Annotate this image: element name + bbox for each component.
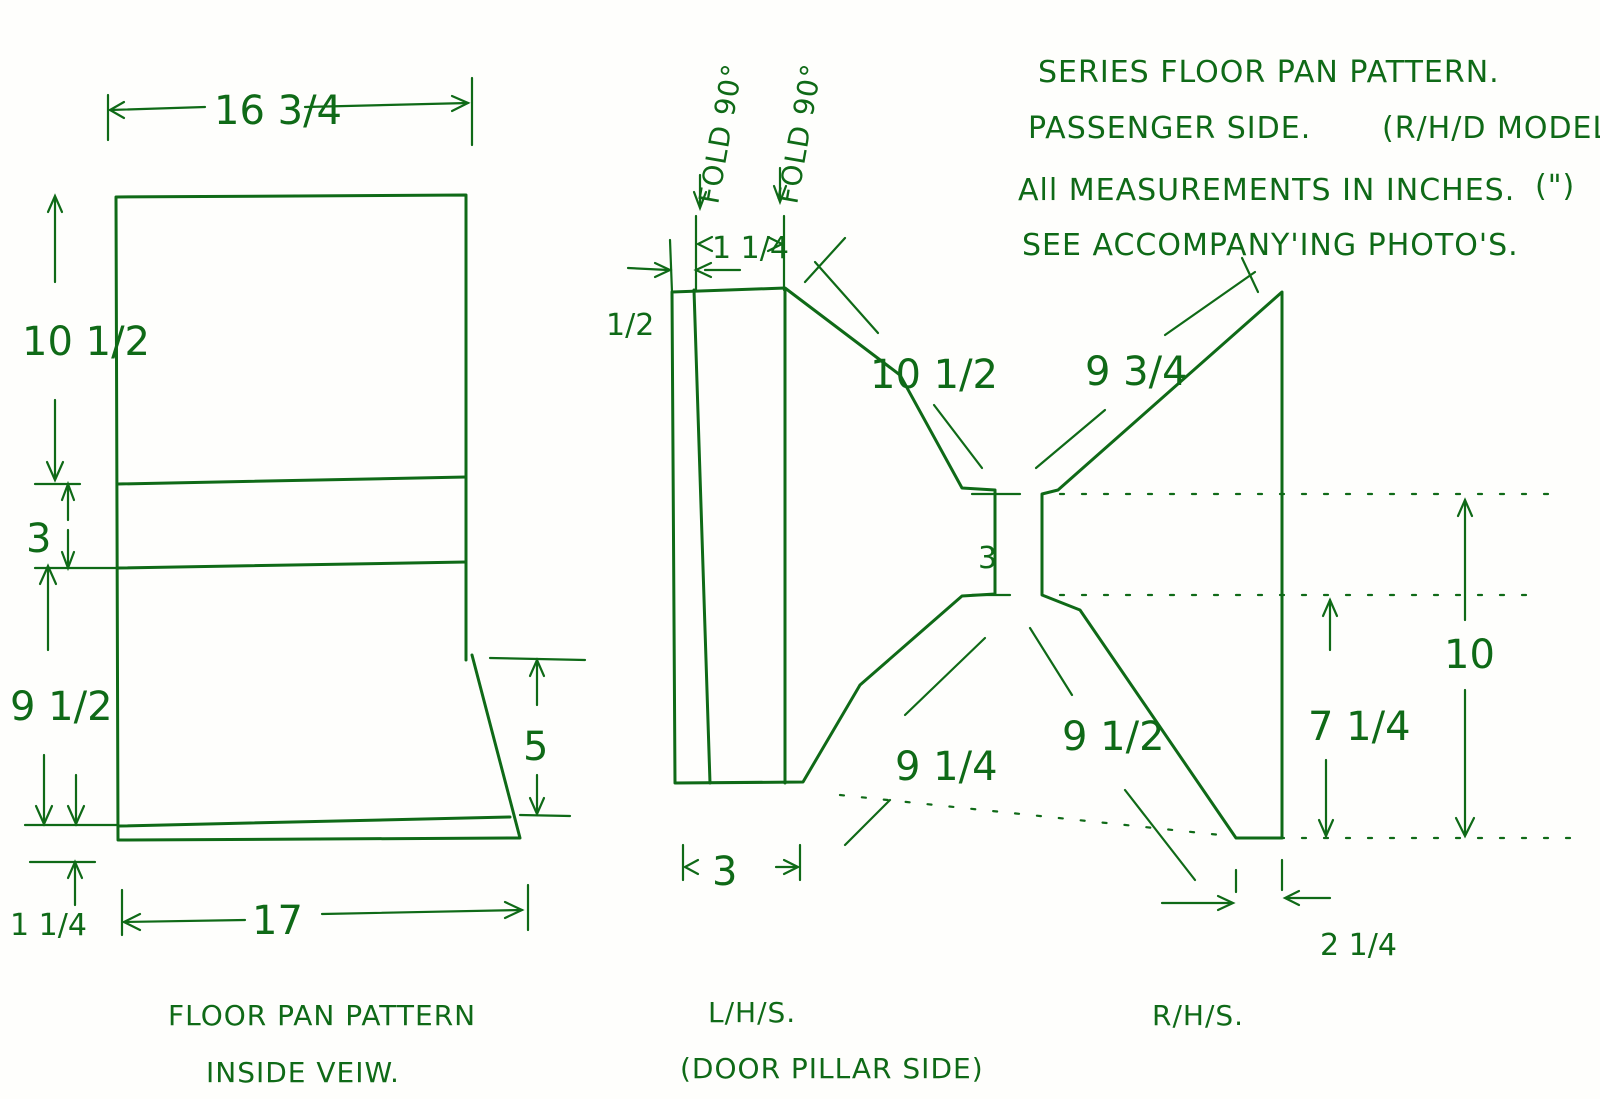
dim-line xyxy=(108,105,207,112)
arrow-head xyxy=(692,190,708,212)
arrow-head xyxy=(528,796,546,817)
dim-tick xyxy=(518,813,572,818)
dim-upper-right-diag: 9 3/4 xyxy=(1085,349,1188,395)
dim-h-top: 10 1/2 xyxy=(22,319,150,365)
dim-line xyxy=(932,403,984,470)
dim-h-mid: 3 xyxy=(26,516,51,562)
floor-pan-pattern: 16 3/4 10 1/2 3 9 1/2 1 1/4 5 xyxy=(10,76,587,1089)
arrow-head xyxy=(46,193,64,214)
title-line-2: PASSENGER SIDE. xyxy=(1028,111,1311,146)
arrow-head xyxy=(121,912,142,932)
arrow-head xyxy=(450,94,471,113)
arrow-head xyxy=(1282,889,1301,907)
arrow-head xyxy=(695,235,714,253)
dim-line xyxy=(303,101,470,109)
dim-h-bottom: 1 1/4 xyxy=(10,908,87,943)
arrow-head xyxy=(503,900,525,920)
arrow-head xyxy=(1317,818,1335,839)
floor-pan-caption-sub: INSIDE VEIW. xyxy=(206,1056,400,1089)
dim-line xyxy=(626,266,670,272)
dim-upper-left-diag: 10 1/2 xyxy=(870,352,998,398)
dim-lower-right-diag: 9 1/2 xyxy=(1062,714,1165,760)
dim-line xyxy=(843,798,892,847)
title-line-1: SERIES FLOOR PAN PATTERN. xyxy=(1038,55,1500,90)
arrow-head xyxy=(528,657,546,678)
dim-right-height-low: 7 1/4 xyxy=(1308,704,1411,750)
floor-pan-caption: FLOOR PAN PATTERN xyxy=(168,999,476,1032)
dim-line xyxy=(903,636,987,717)
dim-line xyxy=(1163,270,1257,337)
arrow-head xyxy=(1456,497,1474,518)
title-unit: (") xyxy=(1535,169,1575,204)
title-model: (R/H/D MODEL) xyxy=(1382,111,1600,146)
dim-bottom-right-width: 2 1/4 xyxy=(1320,928,1397,963)
dim-line xyxy=(1034,408,1107,470)
dim-tick xyxy=(668,238,674,294)
fold-line-1 xyxy=(692,288,712,785)
crease-line-upper xyxy=(116,475,468,486)
dotted-ref-line xyxy=(838,793,1232,838)
arrow-head xyxy=(766,235,785,253)
dim-top-width: 16 3/4 xyxy=(214,88,342,134)
crease-line-lower xyxy=(116,560,468,570)
dim-line xyxy=(1028,626,1074,697)
crease-line-bottom xyxy=(118,815,512,828)
side-pattern-right-outline xyxy=(1040,290,1284,840)
dim-bottom-left-width: 3 xyxy=(712,849,737,895)
arrow-head xyxy=(107,100,126,120)
arrow-head xyxy=(653,261,673,279)
arrow-head xyxy=(38,563,58,586)
dim-fold-edge: 1/2 xyxy=(606,308,654,343)
dim-fold-gap: 1 1/4 xyxy=(712,231,789,266)
lhs-caption: L/H/S. xyxy=(708,996,796,1029)
side-pattern: FOLD 90° FOLD 90° 1 1/4 1/2 10 1/2 9 3/4… xyxy=(606,61,1587,1085)
rhs-caption: R/H/S. xyxy=(1152,999,1244,1032)
arrow-head xyxy=(45,460,65,483)
floor-pan-outline xyxy=(114,193,522,842)
arrow-head xyxy=(693,261,713,279)
arrow-head xyxy=(682,858,700,876)
dim-tick xyxy=(803,236,847,284)
arrow-head xyxy=(1321,597,1339,618)
dim-line xyxy=(813,260,880,335)
dim-lower-left-diag: 9 1/4 xyxy=(895,744,998,790)
arrow-head xyxy=(1216,894,1236,912)
dim-line xyxy=(1123,788,1197,882)
dim-line xyxy=(122,918,247,924)
dim-center-height: 3 xyxy=(978,541,997,576)
dim-right-height-total: 10 xyxy=(1444,632,1495,678)
arrow-head xyxy=(1454,816,1476,839)
dim-h-low: 9 1/2 xyxy=(10,684,113,730)
dim-line xyxy=(320,908,524,916)
dim-bottom-width: 17 xyxy=(252,898,303,944)
dim-tick xyxy=(1240,256,1260,294)
arrow-head xyxy=(772,184,788,206)
title-block: SERIES FLOOR PAN PATTERN. PASSENGER SIDE… xyxy=(1018,55,1600,263)
lhs-sub-caption: (DOOR PILLAR SIDE) xyxy=(680,1052,984,1085)
dim-right-step: 5 xyxy=(523,724,548,770)
title-line-3: All MEASUREMENTS IN INCHES. xyxy=(1018,173,1515,208)
title-line-4: SEE ACCOMPANY'ING PHOTO'S. xyxy=(1022,228,1519,263)
